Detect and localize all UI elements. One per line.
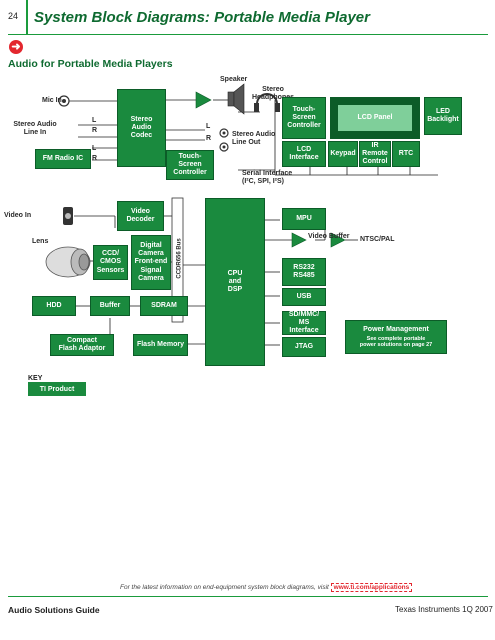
right-channel-2: R [92, 155, 98, 162]
hdd-block: HDD [32, 296, 76, 316]
page-number: 24 [8, 11, 19, 21]
mpu-block: MPU [282, 208, 326, 230]
fm-radio-ic-block: FM Radio IC [35, 149, 91, 169]
footnote-text: For the latest information on end-equipm… [120, 584, 329, 591]
touch-screen-controller-block: Touch-Screen Controller [166, 150, 214, 180]
ir-remote-control-block: IR Remote Control [359, 141, 391, 167]
digital-camera-front-end-block: Digital Camera Front-end Signal Camera [131, 235, 171, 290]
arrow-right-circle-icon[interactable]: ➜ [9, 40, 23, 54]
usb-block: USB [282, 288, 326, 306]
keypad-block: Keypad [328, 141, 358, 167]
page-title: System Block Diagrams: Portable Media Pl… [34, 9, 370, 26]
sd-mmc-ms-interface-block: SD/MMC/ MS Interface [282, 311, 326, 335]
ntsc-pal-label: NTSC/PAL [360, 236, 395, 243]
mic-in-label: Mic In [42, 97, 62, 104]
video-buffer-label: Video Buffer [308, 233, 350, 240]
jtag-block: JTAG [282, 337, 326, 357]
title-divider [8, 34, 488, 35]
key-ti-product: TI Product [28, 382, 86, 396]
footnote-url-link[interactable]: www.ti.com/applications [330, 583, 413, 592]
stereo-audio-codec-block: Stereo Audio Codec [117, 89, 166, 167]
footnote: For the latest information on end-equipm… [120, 583, 413, 592]
key-label: KEY [28, 375, 43, 382]
speaker-label: Speaker [220, 76, 248, 83]
cpu-and-dsp-block: CPU and DSP [205, 198, 265, 366]
header-tab-rule [26, 0, 28, 34]
left-channel-2: L [92, 145, 97, 152]
flash-memory-block: Flash Memory [133, 334, 188, 356]
stereo-audio-line-out-label: Stereo Audio Line Out [232, 131, 276, 147]
lcd-screen [337, 104, 413, 132]
left-channel-3: L [206, 123, 211, 130]
rtc-block: RTC [392, 141, 420, 167]
ccdr656-bus-label: CCDR656 Bus [176, 238, 183, 279]
lcd-panel-label: LCD Panel [357, 113, 393, 121]
power-management-label: Power Management [363, 325, 429, 333]
lcd-panel-frame: LCD Panel [330, 97, 420, 139]
lens-label: Lens [32, 238, 49, 245]
rs232-rs485-block: RS232 RS485 [282, 258, 326, 286]
video-decoder-block: Video Decoder [117, 201, 164, 231]
video-in-label: Video In [4, 212, 32, 219]
compact-flash-adaptor-block: Compact Flash Adaptor [50, 334, 114, 356]
footer-publisher: Texas Instruments 1Q 2007 [395, 605, 493, 614]
lcd-interface-block: LCD Interface [282, 141, 326, 167]
sdram-block: SDRAM [140, 296, 188, 316]
stereo-audio-line-in-label: Stereo Audio Line In [13, 121, 57, 137]
stereo-headphones-label: Stereo Headphones [252, 86, 295, 102]
power-management-note: See complete portable power solutions on… [359, 335, 433, 349]
left-channel-1: L [92, 117, 97, 124]
serial-interface-label: Serial Interface (I²C, SPI, I²S) [242, 170, 293, 186]
led-backlight-block: LED Backlight [424, 97, 462, 135]
footer-guide-title: Audio Solutions Guide [8, 605, 100, 615]
power-management-block: Power Management See complete portable p… [345, 320, 447, 354]
touch-screen-controller-2-block: Touch- Screen Controller [282, 97, 326, 139]
section-subtitle: Audio for Portable Media Players [8, 58, 173, 70]
right-channel-1: R [92, 127, 98, 134]
buffer-block: Buffer [90, 296, 130, 316]
ccd-cmos-sensors-block: CCD/ CMOS Sensors [93, 245, 128, 280]
right-channel-3: R [206, 135, 212, 142]
footer-divider [8, 596, 488, 597]
